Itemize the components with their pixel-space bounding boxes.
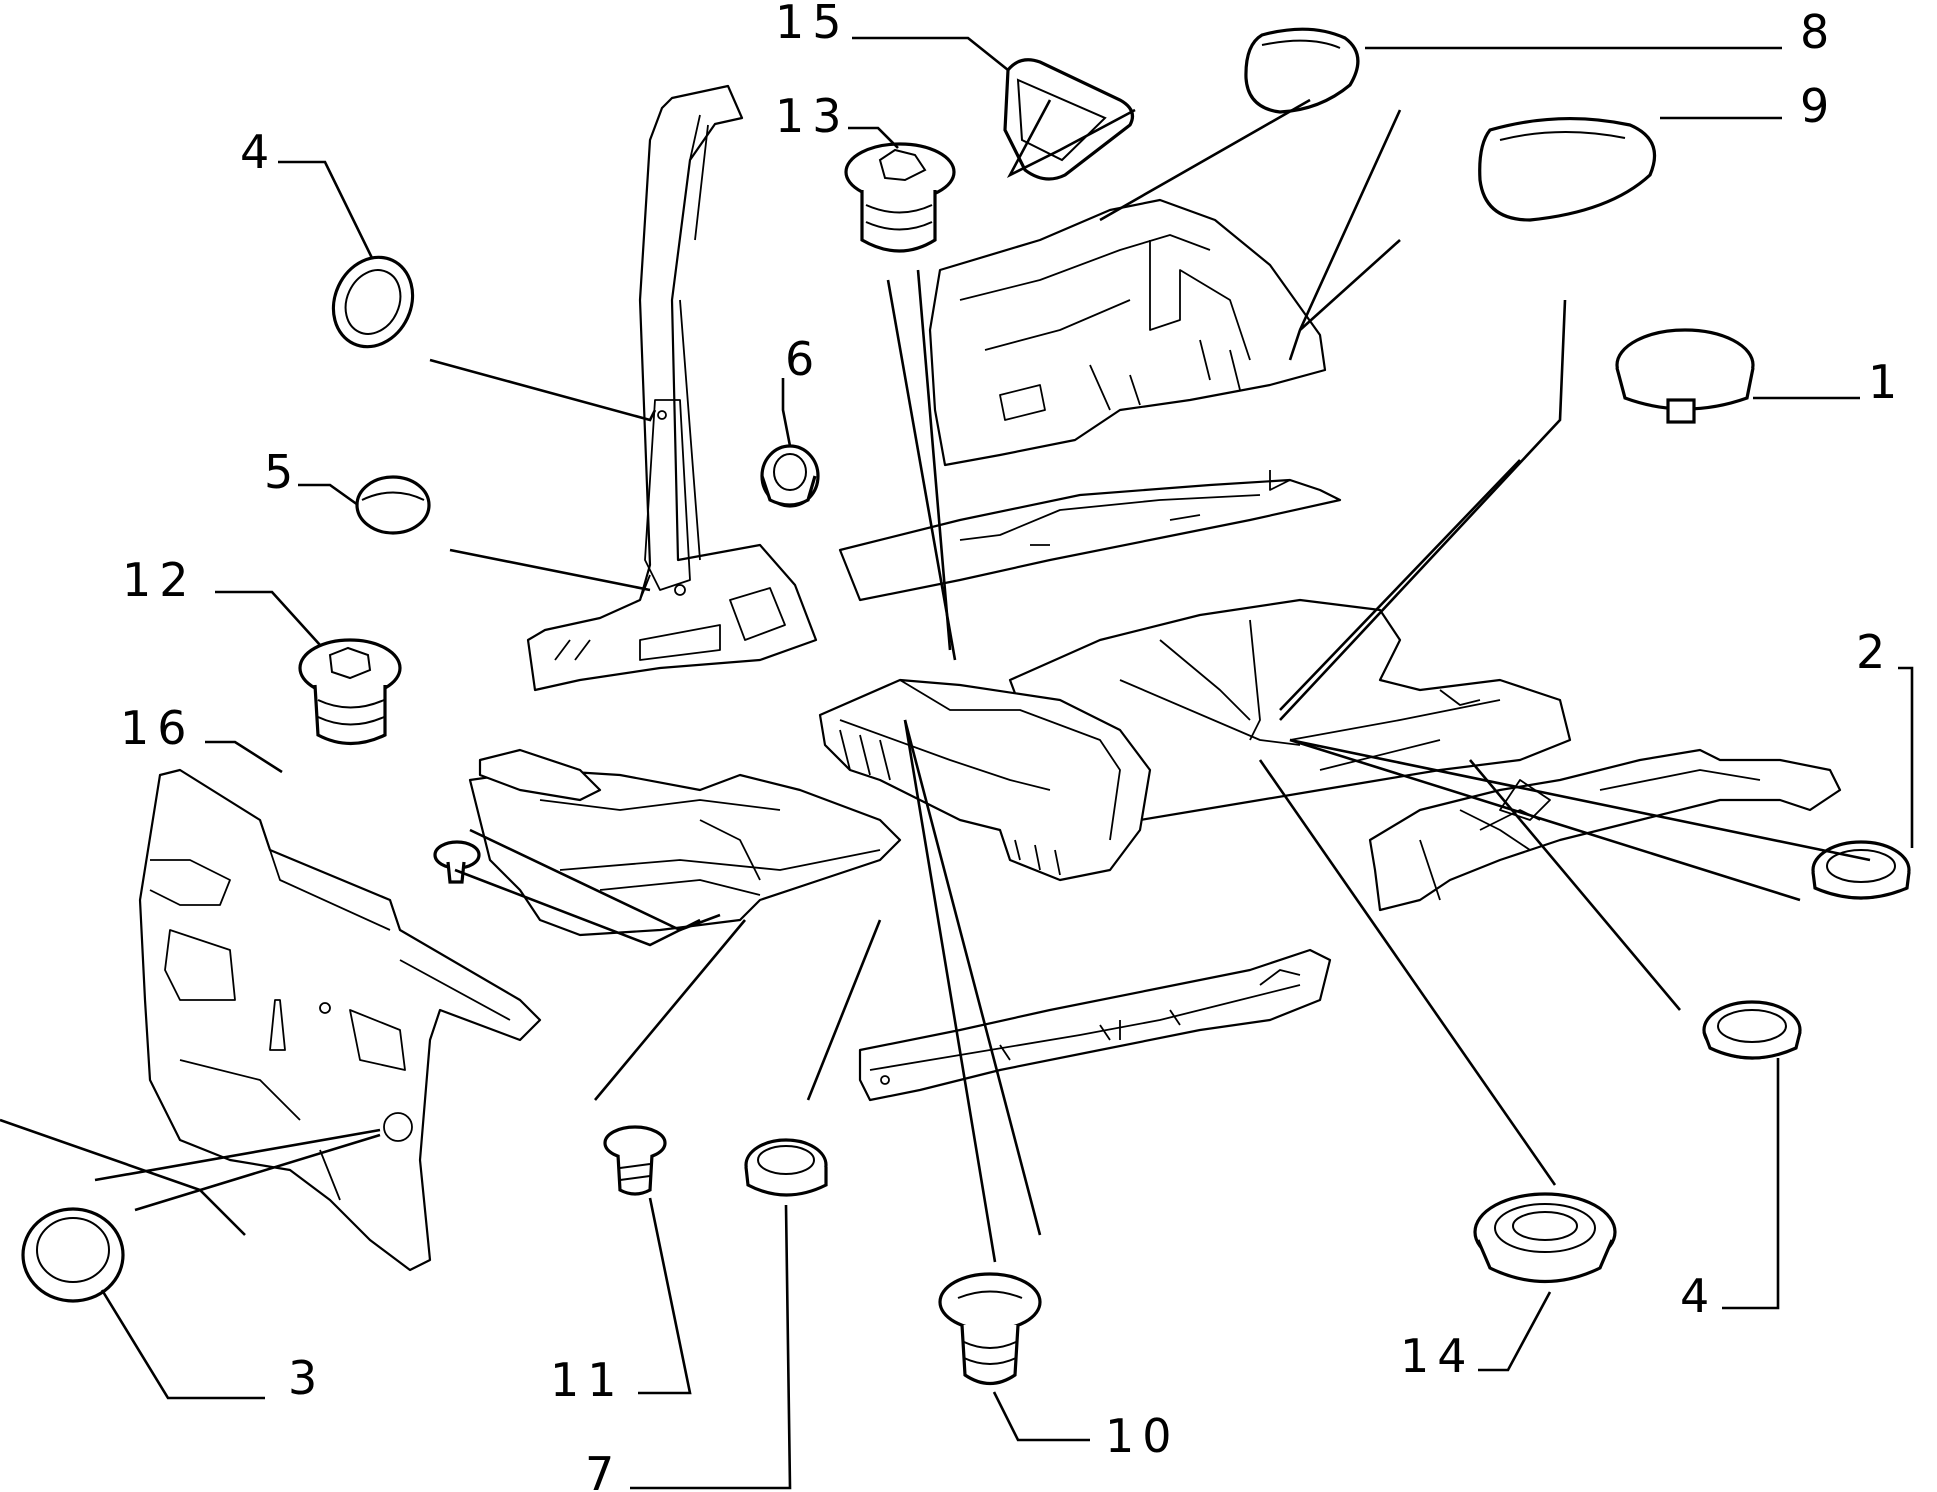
callout-16: 16: [120, 701, 195, 755]
rear-crossmember: [838, 470, 1342, 602]
callout-9: 9: [1800, 79, 1837, 133]
oval-plug-9: [1478, 116, 1657, 222]
screw-11: [603, 1125, 667, 1196]
front-sill-member: [858, 948, 1332, 1102]
front-floor-panel: [468, 768, 902, 937]
callout-12: 12: [122, 553, 197, 607]
side-pillar-panel: [526, 84, 818, 692]
cup-plug-14: [1473, 1192, 1617, 1283]
grommet-4-upper: [331, 255, 415, 349]
callout-4-lower: 4: [1680, 1269, 1717, 1323]
push-clip-10: [938, 1272, 1042, 1386]
front-bulkhead-panel: [138, 768, 542, 1272]
callout-7: 7: [585, 1447, 622, 1492]
button-plug-5: [355, 475, 431, 535]
seat-crossmember: [818, 678, 1152, 882]
callout-6: 6: [785, 332, 822, 386]
callout-13: 13: [775, 89, 850, 143]
callout-4-upper: 4: [240, 125, 277, 179]
push-clip-13: [844, 142, 956, 253]
callout-5: 5: [264, 445, 301, 499]
stud-16: [433, 840, 481, 884]
right-side-member: [1368, 748, 1842, 912]
callout-8: 8: [1800, 5, 1837, 59]
plug-2: [1811, 840, 1911, 900]
grommet-15: [1003, 58, 1134, 181]
callout-15: 15: [775, 0, 850, 49]
callout-1: 1: [1868, 355, 1905, 409]
callout-14: 14: [1400, 1329, 1475, 1383]
leader-lines: [0, 36, 1914, 1490]
grommet-6: [760, 444, 820, 508]
callout-labels: 15 8 13 9 4 6 1 5 12 2 16 4 3 11 10 14 7: [120, 0, 1905, 1492]
callout-10: 10: [1105, 1409, 1180, 1463]
push-clip-12: [298, 638, 402, 745]
plug-4-lower: [1702, 1000, 1802, 1060]
plug-7: [744, 1138, 828, 1197]
oval-plug-8: [1244, 27, 1360, 114]
callout-2: 2: [1856, 625, 1893, 679]
callout-3: 3: [288, 1351, 325, 1405]
callout-11: 11: [550, 1353, 625, 1407]
cap-1: [1615, 328, 1755, 424]
left-small-tray: [478, 748, 602, 802]
grommet-3: [21, 1207, 125, 1303]
rear-floor-upper-panel: [928, 198, 1327, 467]
